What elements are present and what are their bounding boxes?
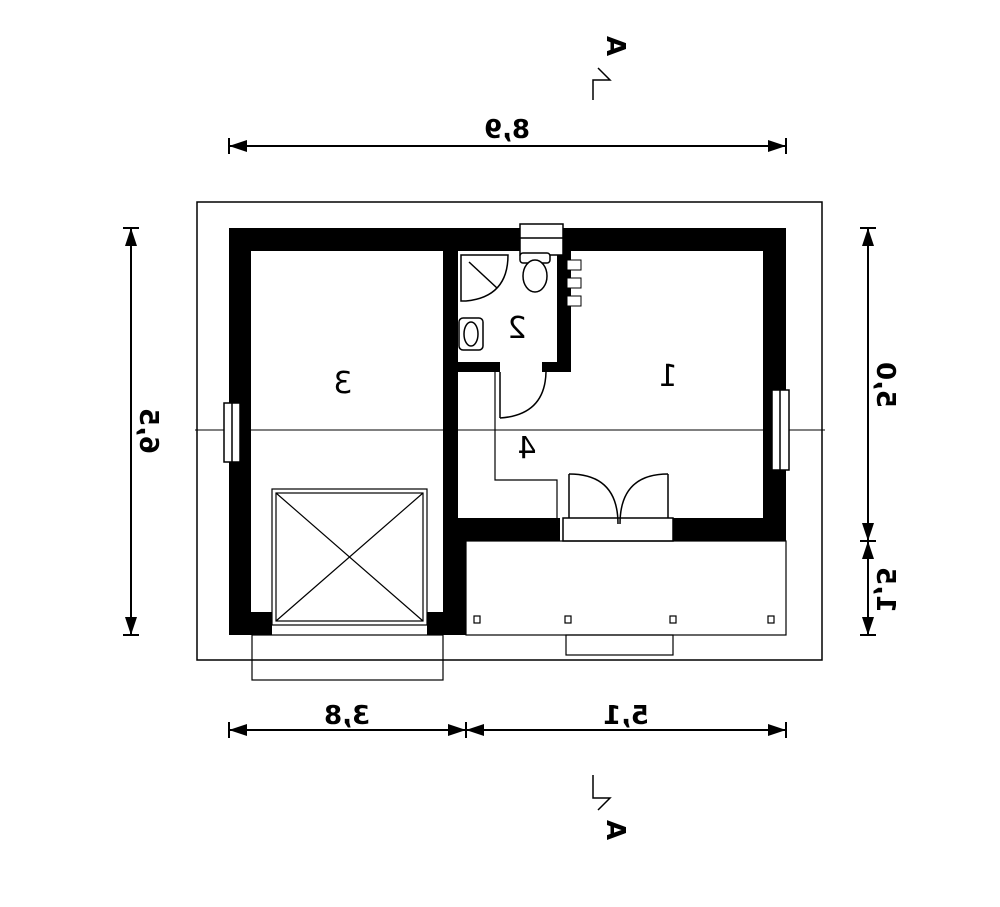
radiator-icon bbox=[566, 259, 582, 307]
dim-bottom-right: 5,1 bbox=[603, 701, 649, 731]
room-2-label: 2 bbox=[507, 311, 526, 346]
toilet-icon bbox=[519, 252, 551, 293]
section-marker-top: A bbox=[592, 36, 630, 100]
slab-outline bbox=[196, 201, 823, 661]
window-right bbox=[771, 389, 790, 471]
walls bbox=[229, 228, 786, 635]
section-marker-bottom: A bbox=[592, 775, 630, 840]
shower-icon bbox=[460, 254, 509, 302]
bathroom-door bbox=[499, 371, 547, 419]
stair-opening bbox=[271, 488, 428, 626]
room-4-label: 4 bbox=[517, 431, 536, 466]
window-left bbox=[223, 402, 241, 463]
terrace bbox=[465, 540, 787, 656]
sink-icon bbox=[458, 317, 484, 351]
dim-right-lower: 1,5 bbox=[870, 567, 900, 613]
dimension-arrows bbox=[125, 140, 874, 736]
room-1-label: 1 bbox=[658, 359, 677, 394]
dim-bottom-left: 3,8 bbox=[324, 701, 370, 731]
svg-text:A: A bbox=[600, 36, 630, 56]
entrance-door bbox=[562, 473, 674, 542]
room-3-label: 3 bbox=[333, 366, 352, 401]
svg-text:A: A bbox=[600, 820, 630, 840]
dim-right-upper: 5,0 bbox=[870, 362, 900, 408]
entry-step bbox=[251, 634, 444, 681]
dim-total-width: 8,9 bbox=[484, 115, 530, 145]
dim-total-depth: 6,5 bbox=[133, 408, 163, 454]
corridor-outline bbox=[494, 372, 558, 518]
dimension-lines bbox=[123, 138, 876, 738]
bath-window bbox=[519, 223, 564, 256]
